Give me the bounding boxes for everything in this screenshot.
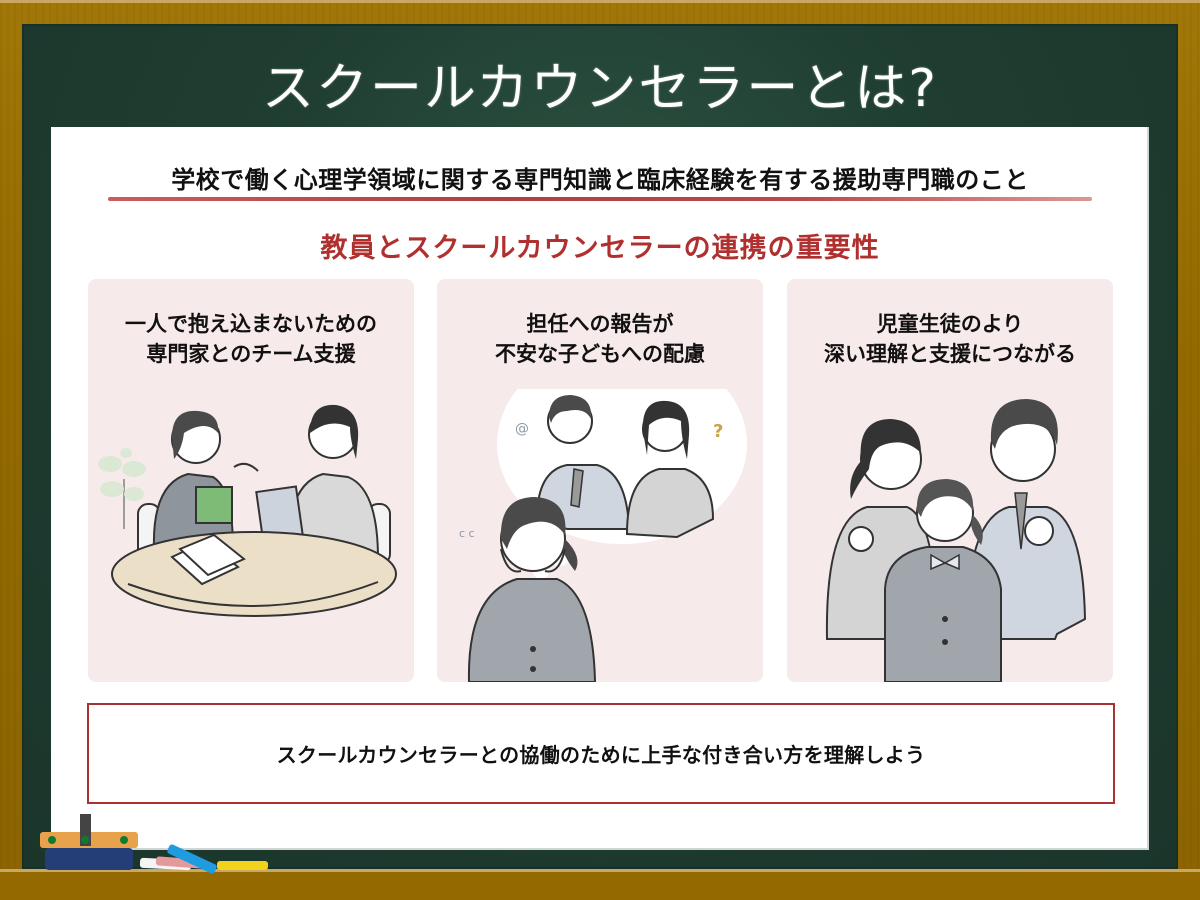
card-team-support: 一人で抱え込まないための 専門家とのチーム支援 xyxy=(88,279,414,682)
svg-text:?: ? xyxy=(713,421,723,442)
supportive-group-illustration-icon xyxy=(825,399,1087,682)
card-title-line: 担任への報告が xyxy=(526,312,674,336)
chalk-ledge xyxy=(0,869,1200,900)
card-deeper-understanding: 児童生徒のより 深い理解と支援につながる xyxy=(787,279,1113,682)
definition-underline xyxy=(108,197,1092,201)
summary-text: スクールカウンセラーとの協働のために上手な付き合い方を理解しよう xyxy=(276,743,926,767)
section-subtitle: 教員とスクールカウンセラーの連携の重要性 xyxy=(320,233,880,264)
svg-text:@: @ xyxy=(515,421,529,437)
card-title-line: 深い理解と支援につながる xyxy=(824,342,1076,366)
card-title-line: 専門家とのチーム支援 xyxy=(146,342,356,366)
yellow-chalk-icon xyxy=(217,861,268,870)
card-title-line: 一人で抱え込まないための xyxy=(125,312,377,336)
card-title: 担任への報告が 不安な子どもへの配慮 xyxy=(437,309,763,369)
summary-box: スクールカウンセラーとの協働のために上手な付き合い方を理解しよう xyxy=(87,703,1115,804)
card-title: 児童生徒のより 深い理解と支援につながる xyxy=(787,309,1113,369)
definition-text: 学校で働く心理学領域に関する専門知識と臨床経験を有する援助専門職のこと xyxy=(171,166,1029,194)
card-title-line: 不安な子どもへの配慮 xyxy=(495,342,705,366)
page-title: スクールカウンセラーとは? xyxy=(261,59,939,119)
card-title: 一人で抱え込まないための 専門家とのチーム支援 xyxy=(88,309,414,369)
card-student-consideration: 担任への報告が 不安な子どもへの配慮 ? @ c c xyxy=(437,279,763,682)
frame-highlight xyxy=(0,0,1200,3)
worried-student-illustration-icon: ? @ c c xyxy=(459,389,747,682)
eraser-icon xyxy=(40,814,138,870)
svg-text:c c: c c xyxy=(459,527,475,540)
meeting-illustration-icon xyxy=(98,404,397,617)
card-title-line: 児童生徒のより xyxy=(876,312,1024,336)
